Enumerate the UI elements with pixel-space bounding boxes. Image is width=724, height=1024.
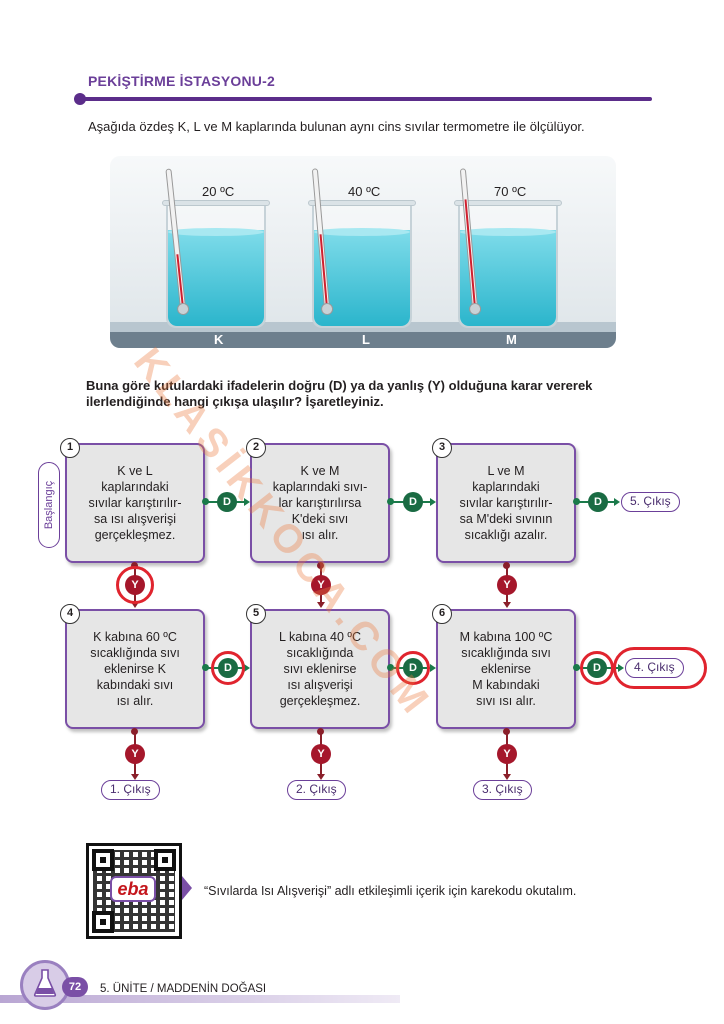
eba-logo: eba <box>110 876 156 902</box>
start-label: Başlangıç <box>38 462 60 548</box>
answer-mark-circle <box>116 566 154 604</box>
beaker-k <box>162 168 270 328</box>
false-badge-3: Y <box>497 575 517 595</box>
beaker-l <box>308 168 416 328</box>
qr-pointer-icon <box>182 876 192 900</box>
arrow-down-icon <box>503 774 511 780</box>
title-rule <box>80 97 652 101</box>
connector-dot <box>387 664 394 671</box>
qr-finder <box>92 911 114 933</box>
statement-box-3: L ve M kaplarındaki sıvılar karıştırılır… <box>436 443 576 563</box>
qr-finder <box>154 849 176 871</box>
beaker-letter-k: K <box>214 332 224 347</box>
arrow-right-icon <box>430 498 436 506</box>
beaker-panel: 20 ºC 40 ºC 70 ºC K L M <box>110 156 616 348</box>
beaker-rim <box>162 200 270 206</box>
true-badge-1: D <box>217 492 237 512</box>
connector-dot <box>202 498 209 505</box>
statement-box-6: M kabına 100 ºC sıcaklığında sıvı ekleni… <box>436 609 576 729</box>
statement-text-3: L ve M kaplarındaki sıvılar karıştırılır… <box>459 464 553 542</box>
beaker-rim <box>308 200 416 206</box>
statement-number-1: 1 <box>60 438 80 458</box>
answer-mark-oval <box>613 647 707 689</box>
connector-dot <box>573 498 580 505</box>
statement-box-1: K ve L kaplarındaki sıvılar karıştırılır… <box>65 443 205 563</box>
exit-1[interactable]: 1. Çıkış <box>101 780 160 800</box>
arrow-right-icon <box>614 498 620 506</box>
start-label-text: Başlangıç <box>43 480 55 530</box>
statement-number-4: 4 <box>60 604 80 624</box>
beaker-letter-m: M <box>506 332 517 347</box>
exit-3[interactable]: 3. Çıkış <box>473 780 532 800</box>
statement-box-5: L kabına 40 ºC sıcaklığında sıvı eklenir… <box>250 609 390 729</box>
connector-dot <box>573 664 580 671</box>
intro-text: Aşağıda özdeş K, L ve M kaplarında bulun… <box>88 119 585 134</box>
temp-label-m: 70 ºC <box>494 184 527 199</box>
statement-text-4: K kabına 60 ºC sıcaklığında sıvı eklenir… <box>90 630 180 708</box>
answer-mark-circle <box>396 651 430 685</box>
temp-label-l: 40 ºC <box>348 184 381 199</box>
arrow-right-icon <box>244 664 250 672</box>
panel-floor <box>110 332 616 348</box>
connector-dot <box>317 728 324 735</box>
false-badge-2: Y <box>311 575 331 595</box>
answer-mark-circle <box>211 651 245 685</box>
exit-5[interactable]: 5. Çıkış <box>621 492 680 512</box>
exit-4[interactable]: 4. Çıkış <box>625 658 684 678</box>
beaker-m <box>454 168 562 328</box>
arrow-down-icon <box>503 602 511 608</box>
beaker-liquid-surface <box>168 228 264 236</box>
statement-text-6: M kabına 100 ºC sıcaklığında sıvı ekleni… <box>459 630 553 708</box>
qr-caption: “Sıvılarda Isı Alışverişi” adlı etkileşi… <box>204 884 577 898</box>
footer-bar <box>0 995 400 1003</box>
statement-number-2: 2 <box>246 438 266 458</box>
qr-finder <box>92 849 114 871</box>
statement-number-5: 5 <box>246 604 266 624</box>
beaker-rim <box>454 200 562 206</box>
arrow-down-icon <box>317 602 325 608</box>
false-badge-5: Y <box>311 744 331 764</box>
false-badge-6: Y <box>497 744 517 764</box>
connector-dot <box>317 562 324 569</box>
statement-box-4: K kabına 60 ºC sıcaklığında sıvı eklenir… <box>65 609 205 729</box>
connector-dot <box>387 498 394 505</box>
flask-icon <box>33 969 57 997</box>
statement-box-2: K ve M kaplarındaki sıvı- lar karıştırıl… <box>250 443 390 563</box>
connector-dot <box>202 664 209 671</box>
statement-number-6: 6 <box>432 604 452 624</box>
connector-dot <box>503 562 510 569</box>
statement-text-1: K ve L kaplarındaki sıvılar karıştırılır… <box>88 464 182 542</box>
section-title: PEKİŞTİRME İSTASYONU-2 <box>88 73 275 89</box>
connector-dot <box>131 562 138 569</box>
footer-unit: 5. ÜNİTE / MADDENİN DOĞASI <box>100 983 267 995</box>
arrow-down-icon <box>317 774 325 780</box>
question-text: Buna göre kutulardaki ifadelerin doğru (… <box>86 378 593 409</box>
connector-dot <box>503 728 510 735</box>
arrow-right-icon <box>430 664 436 672</box>
true-badge-2: D <box>403 492 423 512</box>
temp-label-k: 20 ºC <box>202 184 235 199</box>
connector-dot <box>131 728 138 735</box>
statement-number-3: 3 <box>432 438 452 458</box>
statement-text-5: L kabına 40 ºC sıcaklığında sıvı eklenir… <box>279 630 361 708</box>
beaker-liquid-surface <box>314 228 410 236</box>
arrow-right-icon <box>244 498 250 506</box>
page-number: 72 <box>62 977 88 997</box>
beaker-letter-l: L <box>362 332 370 347</box>
answer-mark-circle <box>580 651 614 685</box>
statement-text-2: K ve M kaplarındaki sıvı- lar karıştırıl… <box>272 464 368 542</box>
exit-2[interactable]: 2. Çıkış <box>287 780 346 800</box>
true-badge-3: D <box>588 492 608 512</box>
false-badge-4: Y <box>125 744 145 764</box>
beaker-liquid-surface <box>460 228 556 236</box>
arrow-down-icon <box>131 602 139 608</box>
arrow-down-icon <box>131 774 139 780</box>
